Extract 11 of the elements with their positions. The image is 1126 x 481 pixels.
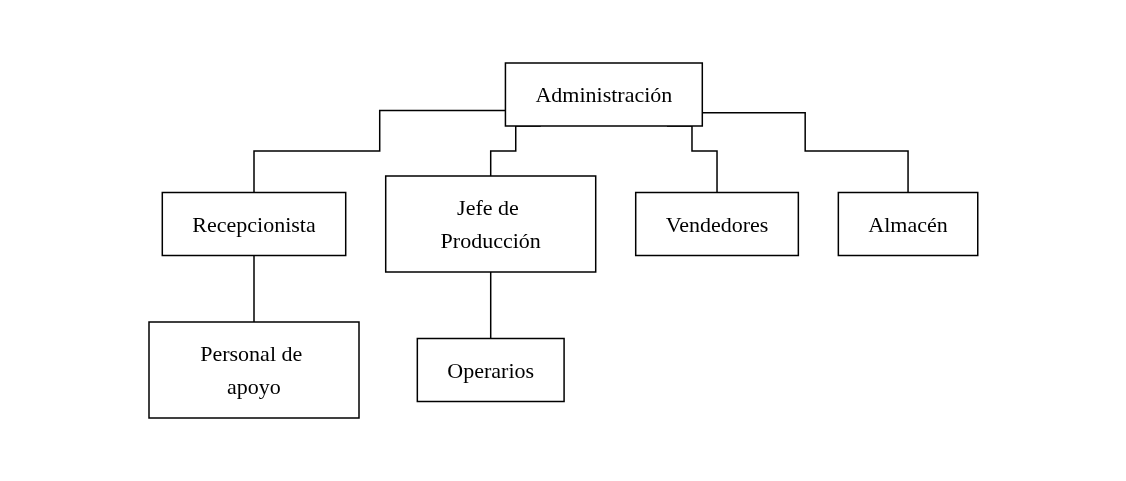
node-box: Jefe de Producción bbox=[384, 175, 597, 273]
node-box: Almacén bbox=[837, 191, 979, 257]
connector bbox=[489, 271, 492, 340]
connector bbox=[252, 254, 255, 323]
connector bbox=[252, 109, 506, 194]
node-box: Operarios bbox=[416, 337, 565, 403]
connector bbox=[701, 112, 909, 194]
node-box: Vendedores bbox=[634, 191, 799, 257]
node-box: Recepcionista bbox=[161, 191, 347, 257]
node-box: Administración bbox=[504, 62, 703, 127]
node-box: Personal de apoyo bbox=[147, 321, 360, 419]
